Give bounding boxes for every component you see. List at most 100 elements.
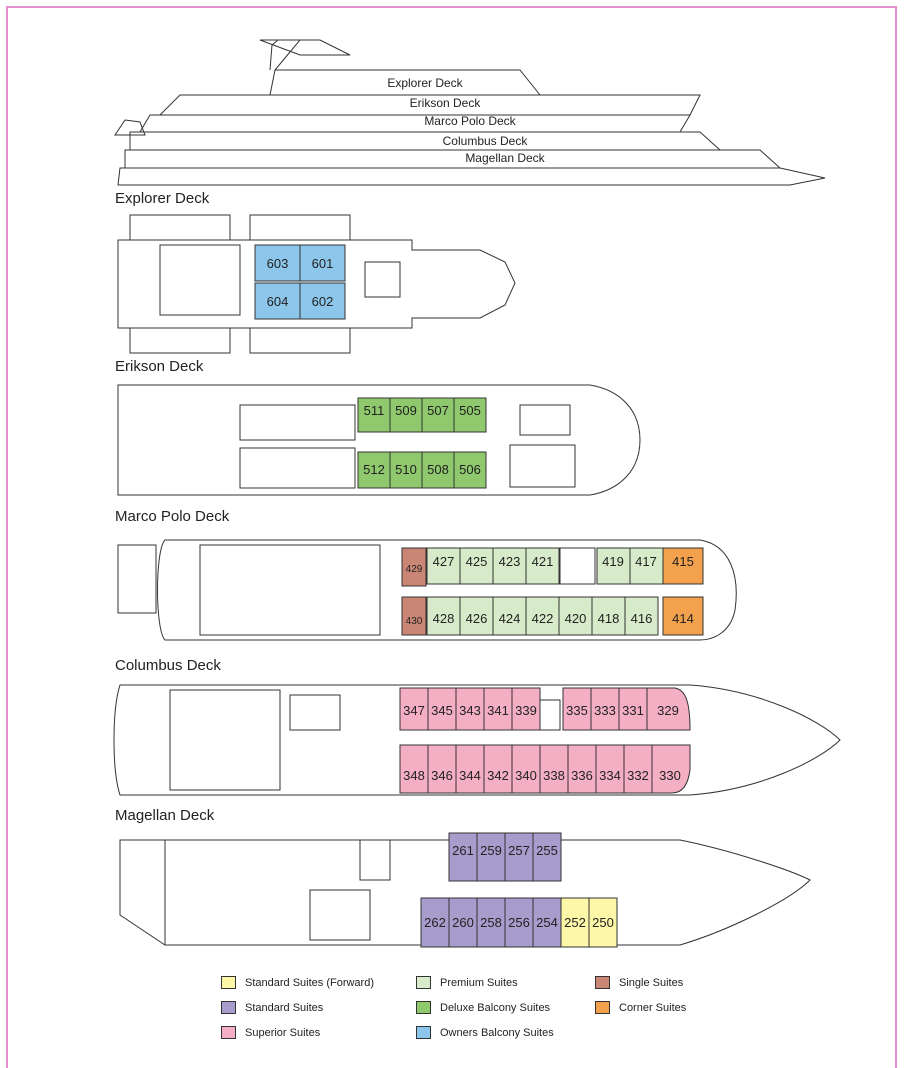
hull-profile (117, 167, 826, 186)
cabin-number: 347 (403, 703, 425, 718)
cabin-number: 345 (431, 703, 453, 718)
lifeboat (129, 214, 231, 241)
cabin-number: 430 (406, 616, 423, 627)
cabin (299, 282, 346, 320)
cabin-number: 423 (499, 554, 521, 569)
hull-outline (117, 384, 641, 496)
cabin-number: 257 (508, 843, 530, 858)
cabin (459, 547, 494, 585)
hull-outline (157, 539, 737, 641)
cabin-number: 603 (267, 256, 289, 271)
cabin (453, 397, 487, 433)
cabin (459, 596, 494, 636)
cabin-number: 339 (515, 703, 537, 718)
hull-profile (269, 69, 541, 96)
cabin-number: 333 (594, 703, 616, 718)
cabin-number: 343 (459, 703, 481, 718)
cabin (399, 687, 429, 731)
cabin (483, 744, 513, 794)
cabin (525, 596, 560, 636)
cabin-number: 261 (452, 843, 474, 858)
lifeboat (249, 327, 351, 354)
cabin (525, 547, 560, 585)
cabin-number: 331 (622, 703, 644, 718)
cabin-number: 602 (312, 294, 334, 309)
cabin-number: 332 (627, 768, 649, 783)
cabin-number: 252 (564, 915, 586, 930)
cabin (389, 451, 423, 489)
cabin (532, 832, 562, 882)
profile-deck-label: Marco Polo Deck (424, 114, 516, 128)
room (239, 447, 356, 489)
cabin-number: 506 (459, 462, 481, 477)
cabin (567, 744, 597, 794)
hull-profile (124, 149, 781, 169)
cabin-number: 348 (403, 768, 425, 783)
cabin-number: 424 (499, 611, 521, 626)
cabin-number: 342 (487, 768, 509, 783)
cabin (453, 451, 487, 489)
cabin-number: 505 (459, 403, 481, 418)
hull-profile (129, 131, 721, 151)
mast-profile (269, 39, 302, 71)
cabin-number: 330 (659, 768, 681, 783)
cabin-number: 508 (427, 462, 449, 477)
cabin (476, 897, 506, 948)
cabin (455, 687, 485, 731)
cabin (357, 397, 391, 433)
cabin (504, 832, 534, 882)
cabin (562, 687, 592, 731)
room (289, 694, 341, 731)
lifeboat (249, 214, 351, 241)
cabin-number: 340 (515, 768, 537, 783)
cabin-number: 415 (672, 554, 694, 569)
deck-title-columbus: Columbus Deck (115, 657, 221, 674)
cabin-number: 341 (487, 703, 509, 718)
cabin (532, 897, 562, 948)
cabin-number: 429 (406, 564, 423, 575)
hull-outline (117, 239, 516, 329)
cabin (662, 596, 704, 636)
room (169, 689, 281, 791)
cabin (560, 897, 590, 948)
cabin (401, 547, 427, 587)
cabin-number: 511 (364, 403, 385, 418)
cabin-number: 418 (598, 611, 620, 626)
cabin (357, 451, 391, 489)
cabin (427, 687, 457, 731)
hull-outline (119, 839, 811, 946)
cabin (662, 547, 704, 585)
profile-deck-label: Magellan Deck (465, 151, 545, 165)
cabin (421, 397, 455, 433)
deck-title-marcopolo: Marco Polo Deck (115, 508, 230, 525)
cabin (558, 596, 593, 636)
cabin (421, 451, 455, 489)
stair (539, 699, 561, 731)
cabin-number: 416 (631, 611, 653, 626)
cabin-number: 255 (536, 843, 558, 858)
cabin (623, 744, 653, 794)
cabin-number: 419 (602, 554, 624, 569)
cabin (427, 744, 457, 794)
cabin (401, 596, 427, 636)
room (519, 404, 571, 436)
cabin (455, 744, 485, 794)
cabin (629, 547, 664, 585)
deck-title-magellan: Magellan Deck (115, 807, 215, 824)
cabin-number: 346 (431, 768, 453, 783)
cabin (254, 244, 301, 282)
stair (559, 547, 596, 585)
hull-profile (139, 114, 691, 133)
hull-outline (113, 684, 841, 796)
cabin (595, 744, 625, 794)
lifeboat (129, 327, 231, 354)
room (159, 244, 241, 316)
cabin-number: 260 (452, 915, 474, 930)
profile-deck-label: Erikson Deck (410, 96, 482, 110)
cabin-number: 428 (433, 611, 455, 626)
deck-title-explorer: Explorer Deck (115, 190, 210, 207)
cabin-number: 250 (592, 915, 614, 930)
cabin (588, 897, 618, 948)
cabin-number: 329 (657, 703, 679, 718)
